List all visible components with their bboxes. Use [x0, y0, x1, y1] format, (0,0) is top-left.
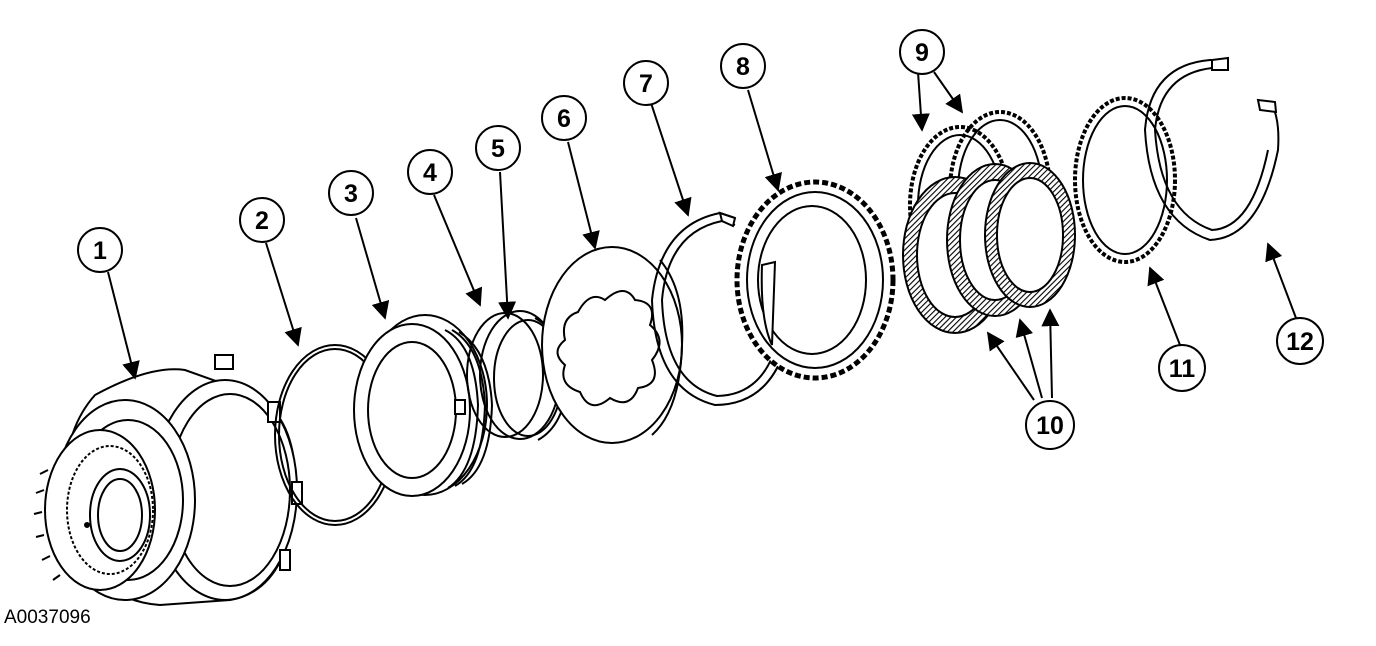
part-8-pressure-plate — [734, 179, 896, 381]
part-12-snap-ring — [1143, 56, 1280, 242]
callout-3-label: 3 — [344, 180, 358, 208]
part-10-friction-plates — [902, 162, 1076, 334]
callout-10: 10 — [1025, 400, 1075, 450]
leader-lines — [107, 71, 1297, 401]
figure-id-label: A0037096 — [4, 607, 91, 628]
callout-6: 6 — [541, 95, 587, 141]
callout-8: 8 — [720, 43, 766, 89]
part-3-piston — [353, 314, 494, 497]
callout-4: 4 — [407, 149, 453, 195]
callout-8-label: 8 — [736, 53, 750, 81]
callout-1-label: 1 — [93, 237, 107, 265]
callout-5: 5 — [475, 125, 521, 171]
callout-10-label: 10 — [1036, 412, 1064, 440]
callout-2: 2 — [239, 197, 285, 243]
callout-3: 3 — [328, 170, 374, 216]
part-6-retainer-plate — [541, 246, 684, 444]
callout-12: 12 — [1276, 317, 1324, 365]
callout-11-label: 11 — [1169, 355, 1196, 383]
callout-1: 1 — [77, 227, 123, 273]
callout-12-label: 12 — [1286, 328, 1314, 356]
callout-9: 9 — [899, 29, 945, 75]
part-1-clutch-drum — [33, 354, 303, 607]
callout-6-label: 6 — [557, 105, 571, 133]
callout-4-label: 4 — [423, 159, 437, 187]
part-11-steel-plate — [1073, 96, 1177, 264]
callout-7: 7 — [623, 60, 669, 106]
callout-11: 11 — [1158, 344, 1206, 392]
callout-2-label: 2 — [255, 207, 269, 235]
callout-7-label: 7 — [639, 70, 653, 98]
callout-9-label: 9 — [915, 39, 929, 67]
callout-5-label: 5 — [491, 135, 505, 163]
